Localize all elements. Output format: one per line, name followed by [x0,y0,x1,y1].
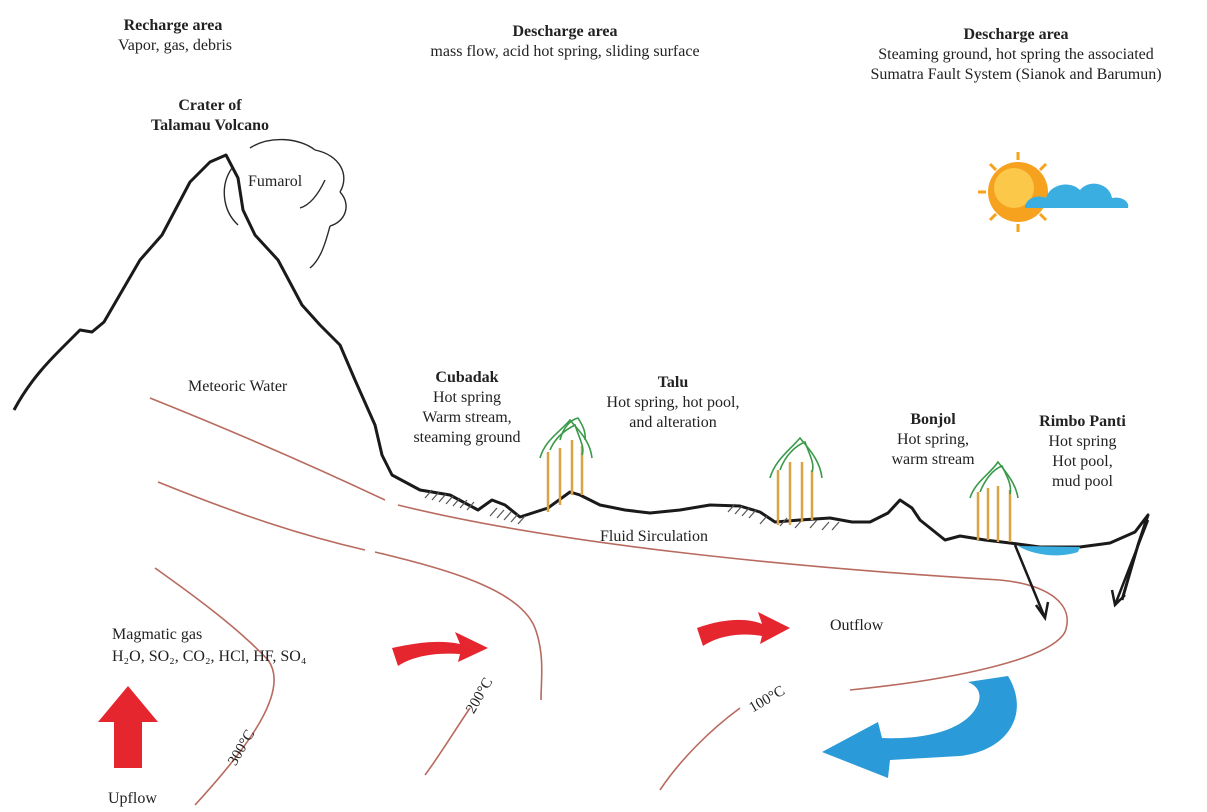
isotherm-300-line [154,567,275,806]
site-cubadak-line1: Hot spring [433,389,501,406]
hatch-zone-cubadak [424,489,526,525]
site-talu-line1: Hot spring, hot pool, [606,394,740,411]
discharge-area-center-title: Descharge area [512,23,618,40]
site-bonjol-line2: warm stream [891,451,975,468]
discharge-area-right-title: Descharge area [963,26,1069,43]
tree-group-talu [769,436,823,525]
site-rimbo-panti-line1: Hot spring [1048,433,1117,450]
site-talu-label: Talu Hot spring, hot pool, and alteratio… [588,373,758,433]
site-talu-name: Talu [657,374,689,391]
terrain-profile [12,153,1150,601]
hatch-zone-talu [727,503,840,531]
smoke-curl-3 [329,191,347,227]
discharge-area-right-label: Descharge area Steaming ground, hot spri… [835,25,1197,85]
isotherm-200-line [424,707,471,776]
sun-icon [978,152,1058,232]
flow-arrow-right [697,612,790,646]
fumarol-label: Fumarol [248,173,303,190]
upflow-arrow [98,686,158,768]
site-cubadak-label: Cubadak Hot spring Warm stream, steaming… [392,368,542,448]
crater-label-line1: Crater of [178,97,242,114]
upflow-label: Upflow [108,790,157,807]
site-cubadak-line2: Warm stream, [422,409,512,426]
crater-label: Crater of Talamau Volcano [130,96,290,136]
recharge-area-label: Recharge area Vapor, gas, debris [118,16,232,56]
tree-group-cubadak [539,417,593,512]
flow-arrow-left [392,632,488,666]
fluid-circulation-label: Fluid Sirculation [600,528,708,545]
smoke-curl-6 [299,179,326,209]
discharge-area-center-desc: mass flow, acid hot spring, sliding surf… [430,43,700,60]
fault-lines [1013,519,1150,622]
meteoric-flow-line-1 [149,397,386,501]
site-rimbo-panti-name: Rimbo Panti [1039,413,1126,430]
discharge-area-right-desc-1: Steaming ground, hot spring the associat… [878,46,1154,63]
meteoric-water-label: Meteoric Water [188,378,288,395]
cloud-icon [1025,183,1129,208]
discharge-area-right-desc-2: Sumatra Fault System (Sianok and Barumun… [870,66,1162,83]
recharge-area-desc: Vapor, gas, debris [118,37,232,54]
magmatic-gas-formula: H₂O, SO₂, CO₂, HCl, HF, SO₄ [112,648,307,665]
isotherm-100-line [659,707,741,791]
site-cubadak-line3: steaming ground [413,429,521,446]
site-rimbo-panti-label: Rimbo Panti Hot spring Hot pool, mud poo… [1020,412,1145,492]
site-talu-line2: and alteration [629,414,717,431]
smoke-curl-4 [309,225,331,269]
smoke-curl-5 [223,167,239,226]
site-bonjol-name: Bonjol [910,411,956,428]
fault-line-right [1113,519,1150,606]
isotherm-lines [149,397,1068,806]
fault-arrow-left [1034,601,1050,622]
site-bonjol-line1: Hot spring, [897,431,969,448]
site-rimbo-panti-line2: Hot pool, [1052,453,1113,470]
smoke-curl-1 [249,138,316,151]
fumarol-smoke [223,138,347,269]
crater-label-line2: Talamau Volcano [150,117,270,134]
meteoric-flow-line-4 [374,551,543,701]
site-cubadak-name: Cubadak [435,369,499,386]
discharge-area-center-label: Descharge area mass flow, acid hot sprin… [380,22,750,62]
outflow-label: Outflow [830,617,884,634]
meteoric-flow-line-2 [397,504,1068,691]
alteration-hatch-zones [424,489,840,531]
tree-group-bonjol [969,460,1019,542]
meteoric-flow-line-3 [157,481,366,551]
recharge-area-title: Recharge area [123,17,223,34]
site-bonjol-label: Bonjol Hot spring, warm stream [878,410,988,470]
fault-line-left [1013,544,1047,619]
site-rimbo-panti-line3: mud pool [1052,473,1113,490]
fault-arrow-right [1110,589,1126,608]
magmatic-gas-title: Magmatic gas [112,626,203,643]
smoke-curl-2 [314,149,345,193]
hot-pool-water [1018,546,1080,556]
outflow-blue-arrow [822,676,1017,778]
